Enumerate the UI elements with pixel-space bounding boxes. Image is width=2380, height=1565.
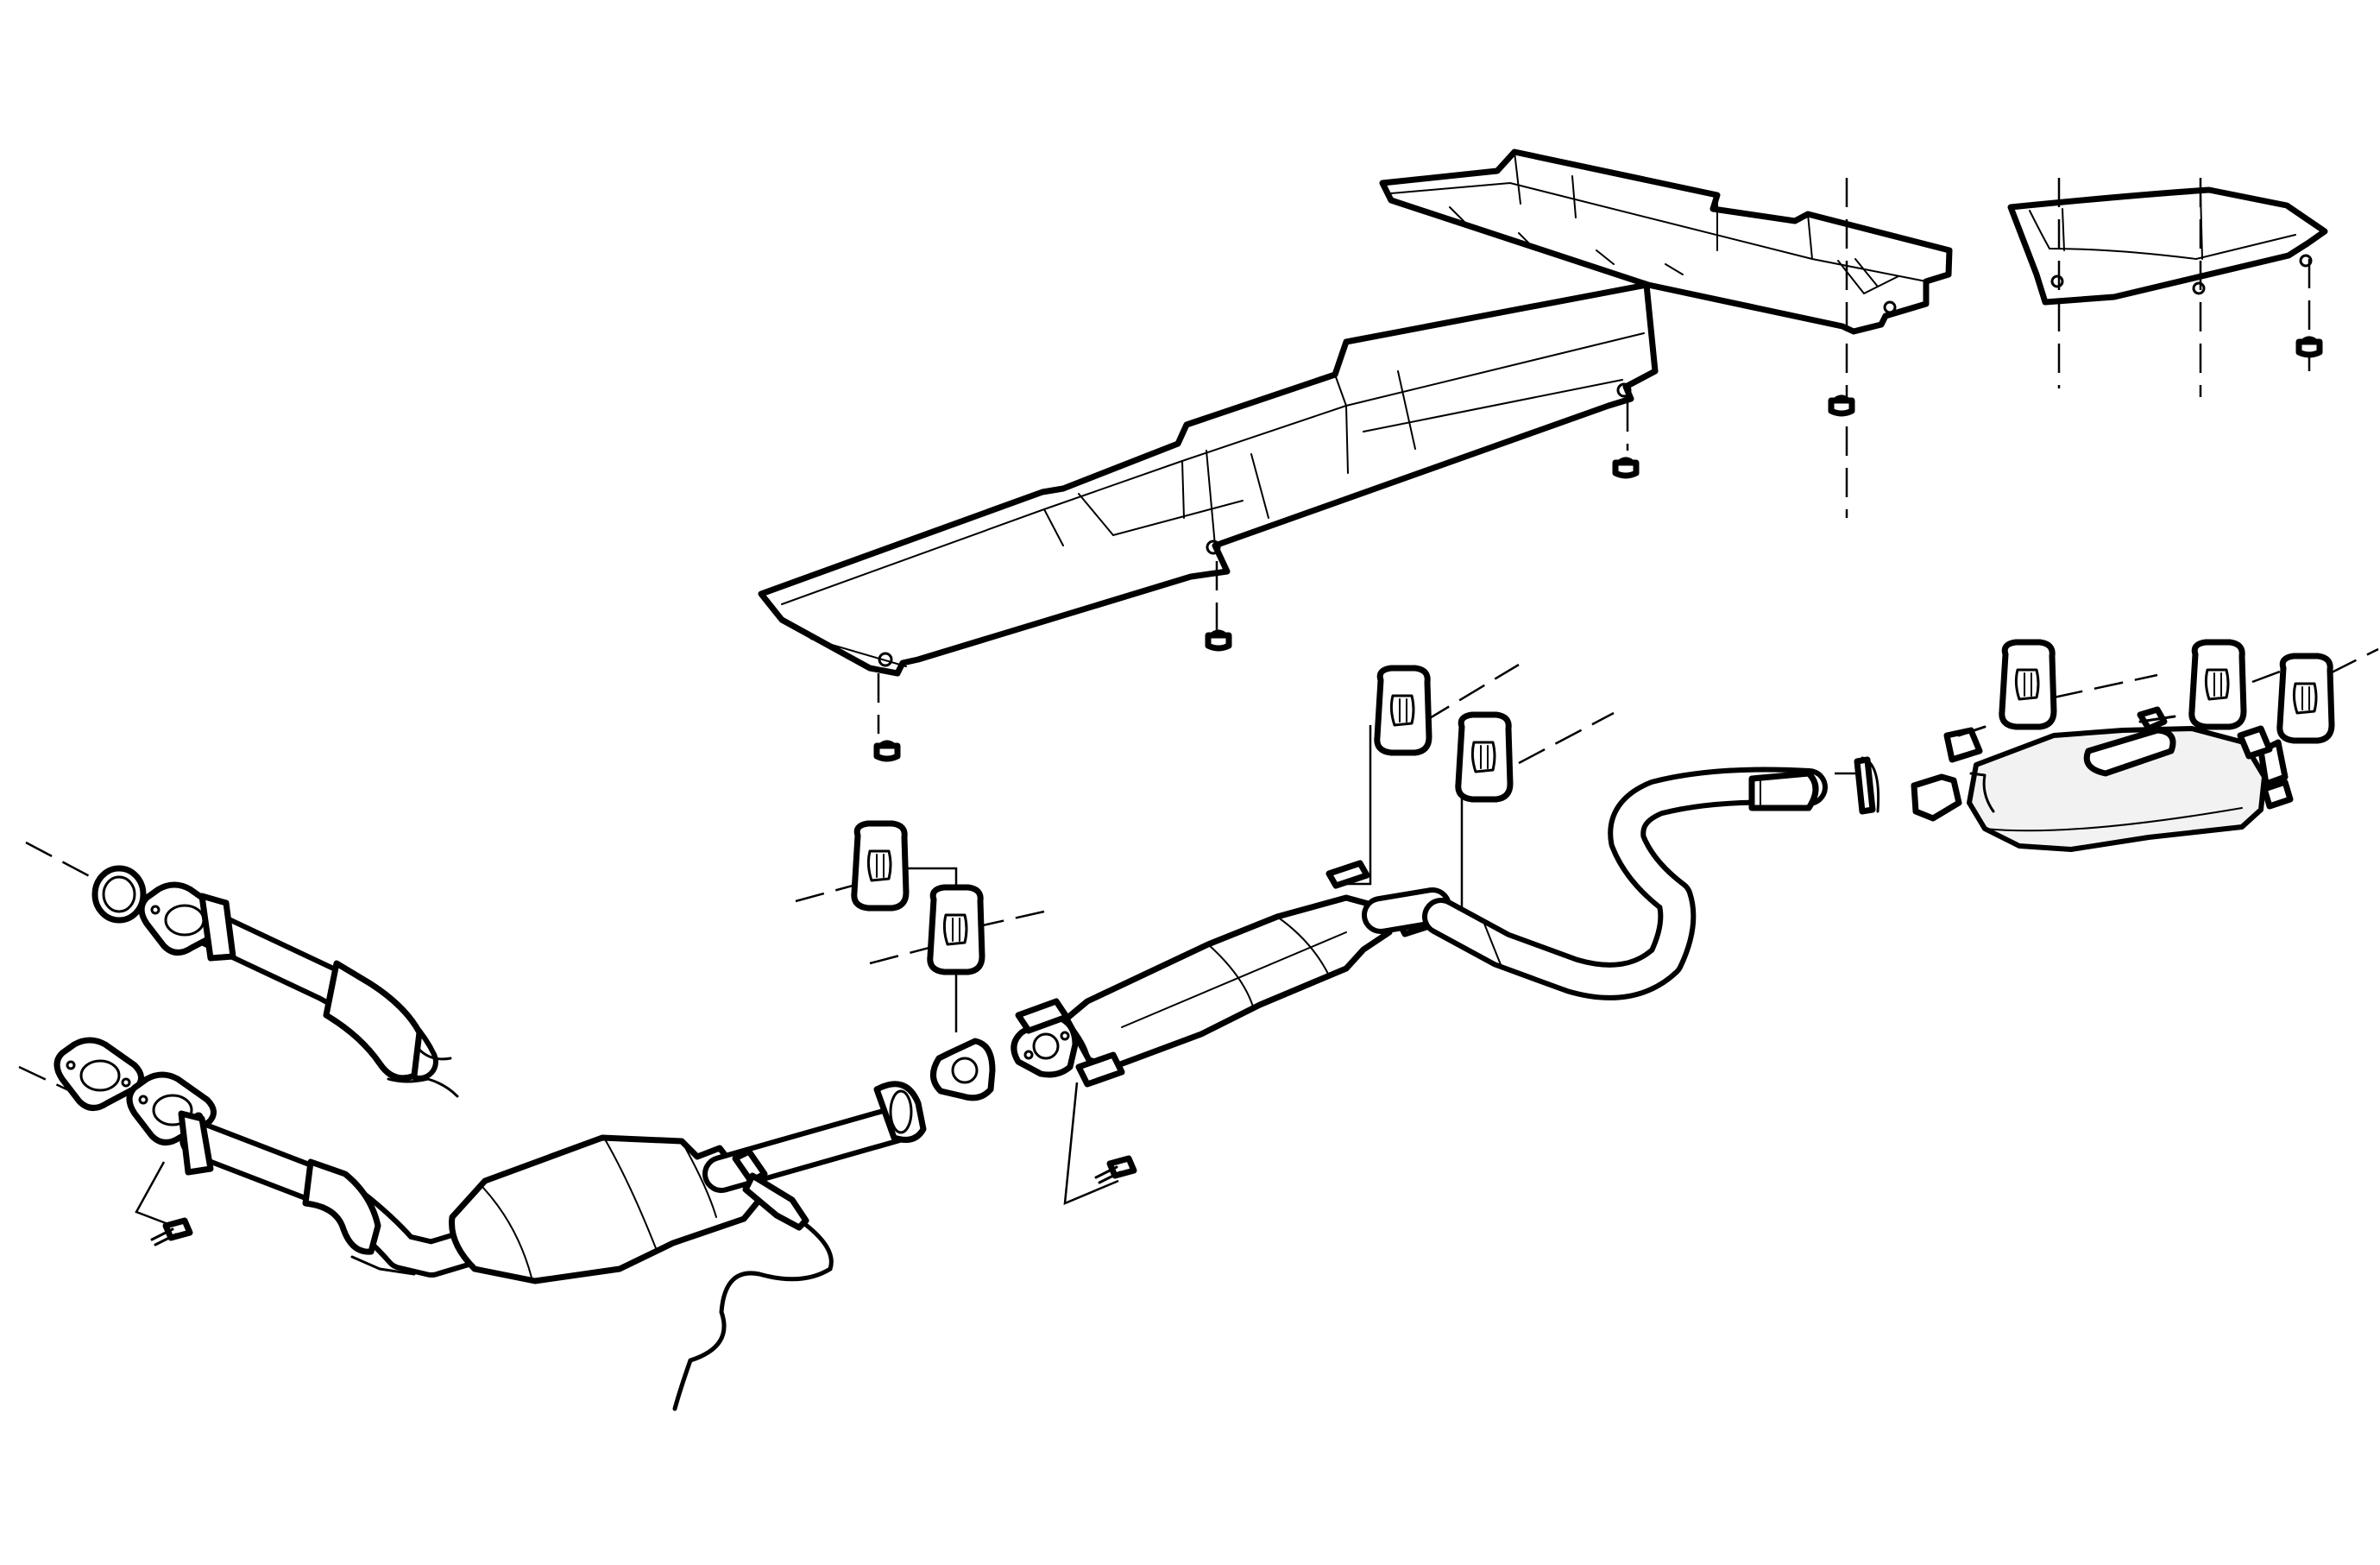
front-exhaust-pipe-lower: [57, 1040, 502, 1278]
center-muffler: [1015, 860, 1451, 1088]
rubber-hanger: [2002, 642, 2054, 727]
intermediate-pipe: [1422, 767, 1828, 1000]
nut: [1208, 631, 1229, 648]
sealing-ring: [91, 865, 147, 924]
rubber-hanger: [2280, 656, 2332, 741]
rubber-hanger: [1458, 715, 1510, 799]
rear-heat-shield: [1379, 148, 1953, 335]
rubber-hanger: [854, 824, 906, 908]
rubber-hanger: [930, 887, 982, 972]
flange-gasket: [930, 1038, 996, 1101]
oxygen-sensor: [672, 1148, 834, 1411]
bolt: [1096, 1158, 1134, 1183]
catalytic-converter: [449, 1081, 927, 1284]
rubber-hanger: [1377, 668, 1429, 753]
nut: [1615, 458, 1636, 476]
nut: [2299, 338, 2320, 355]
bolt: [152, 1221, 190, 1245]
rubber-hanger: [2192, 642, 2244, 727]
front-exhaust-pipe-upper: [142, 885, 459, 1098]
rear-muffler: [1911, 706, 2294, 852]
nut: [1831, 396, 1852, 413]
front-heat-shield: [758, 281, 1659, 677]
tail-heat-shield: [2007, 186, 2328, 306]
nut: [877, 741, 897, 759]
clamp: [1854, 756, 1880, 815]
